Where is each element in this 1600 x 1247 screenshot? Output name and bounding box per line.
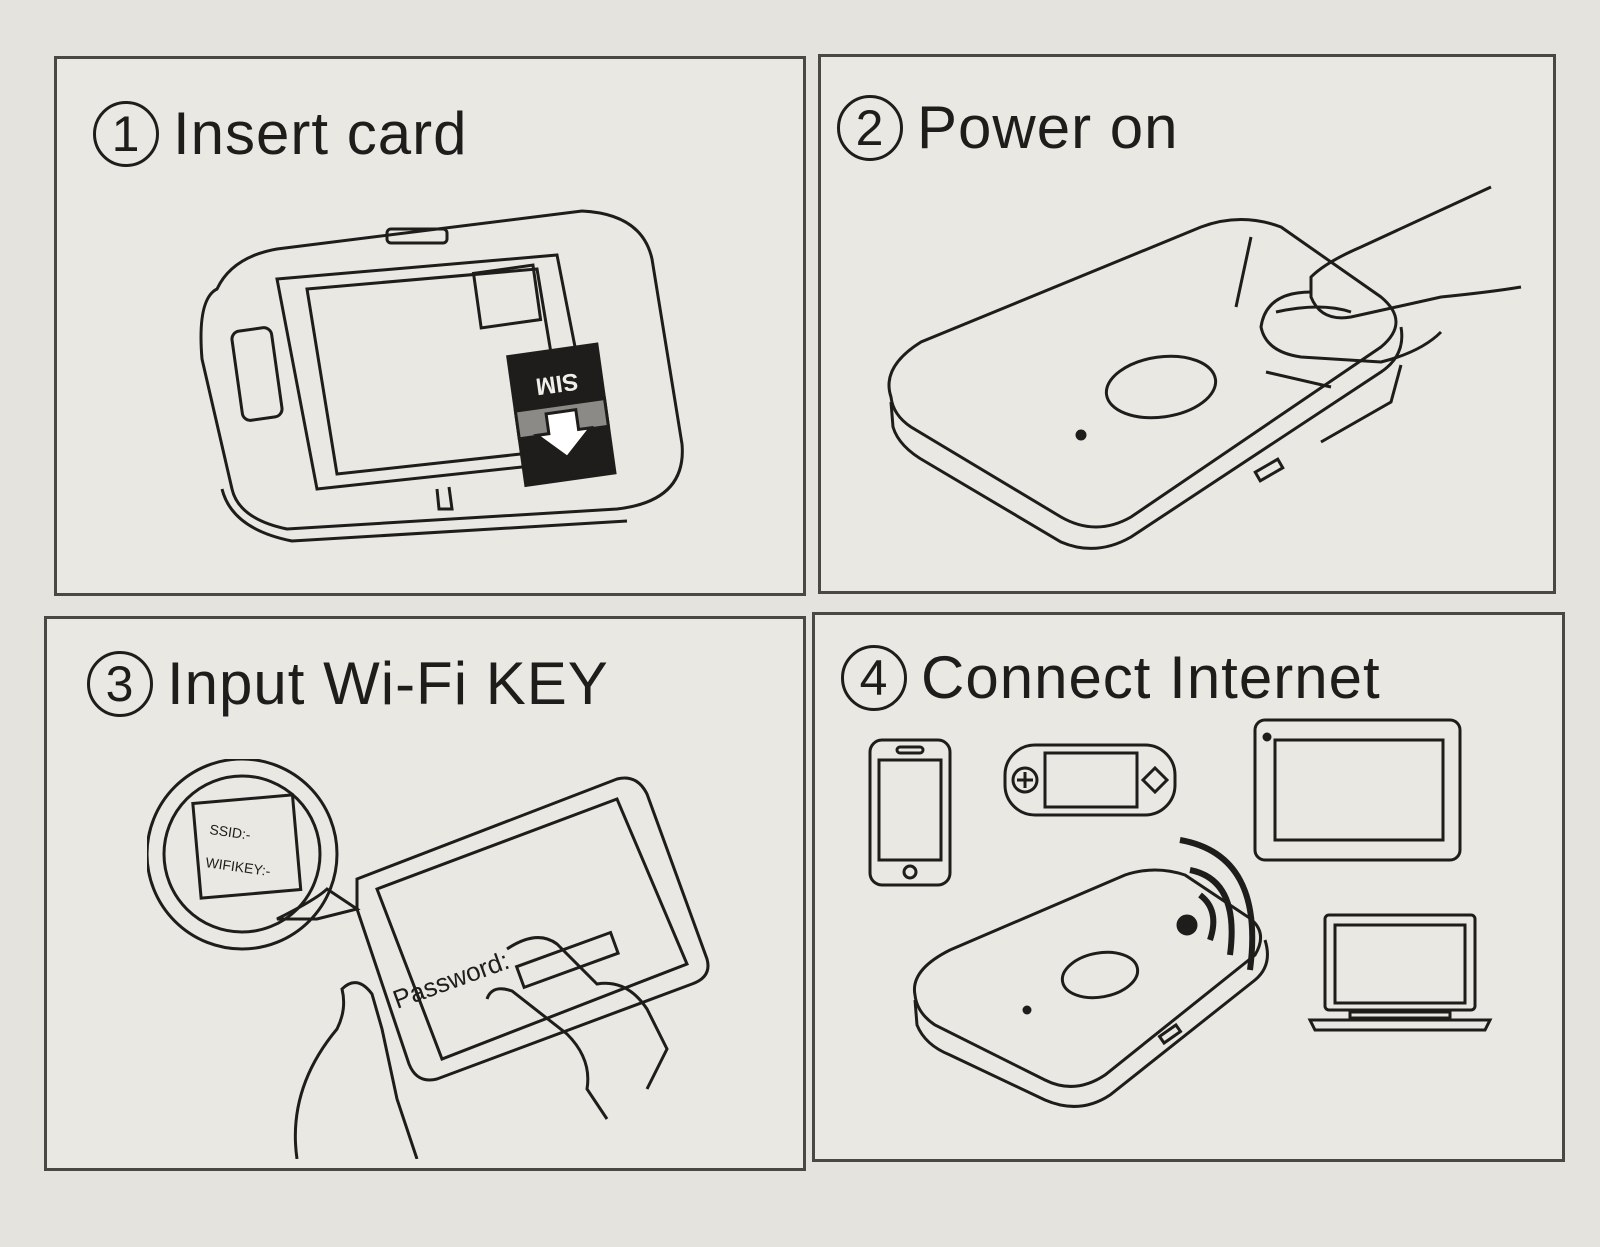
wifi-signal-icon <box>1179 837 1256 971</box>
step-3-number: 3 <box>87 650 153 717</box>
step-4-number: 4 <box>841 644 907 711</box>
wifi-key-card-icon: Password: SSID:- WIFIKEY:- <box>147 759 727 1159</box>
press-power-button-icon <box>881 117 1541 557</box>
password-label: Password: <box>389 945 513 1015</box>
step-4-title: Connect Internet <box>921 644 1381 711</box>
step-3-heading: 3 Input Wi-Fi KEY <box>87 649 609 718</box>
router-sim-slot-icon: SIM <box>177 189 717 549</box>
game-console-icon <box>1003 743 1177 817</box>
step-4-panel: 4 Connect Internet <box>812 612 1565 1162</box>
tablet-icon <box>1253 718 1462 862</box>
sim-label: SIM <box>534 367 580 400</box>
step-1-panel: 1 Insert card SIM <box>54 56 806 596</box>
step-4-heading: 4 Connect Internet <box>841 643 1381 712</box>
step-2-title: Power on <box>917 94 1179 161</box>
step-1-title: Insert card <box>173 100 468 167</box>
step-1-number: 1 <box>93 100 159 167</box>
step-3-panel: 3 Input Wi-Fi KEY Password: SSID:- WIFIK… <box>44 616 806 1171</box>
step-2-panel: 2 Power on <box>818 54 1556 594</box>
step-2-number: 2 <box>837 94 903 161</box>
laptop-icon <box>1307 913 1493 1032</box>
smartphone-icon <box>868 738 952 887</box>
step-3-title: Input Wi-Fi KEY <box>167 650 609 717</box>
router-icon <box>912 868 1269 1108</box>
step-2-heading: 2 Power on <box>837 93 1178 162</box>
ssid-label: SSID:- <box>209 821 252 843</box>
step-1-heading: 1 Insert card <box>93 99 467 168</box>
devices-connect-icon <box>855 715 1525 1145</box>
